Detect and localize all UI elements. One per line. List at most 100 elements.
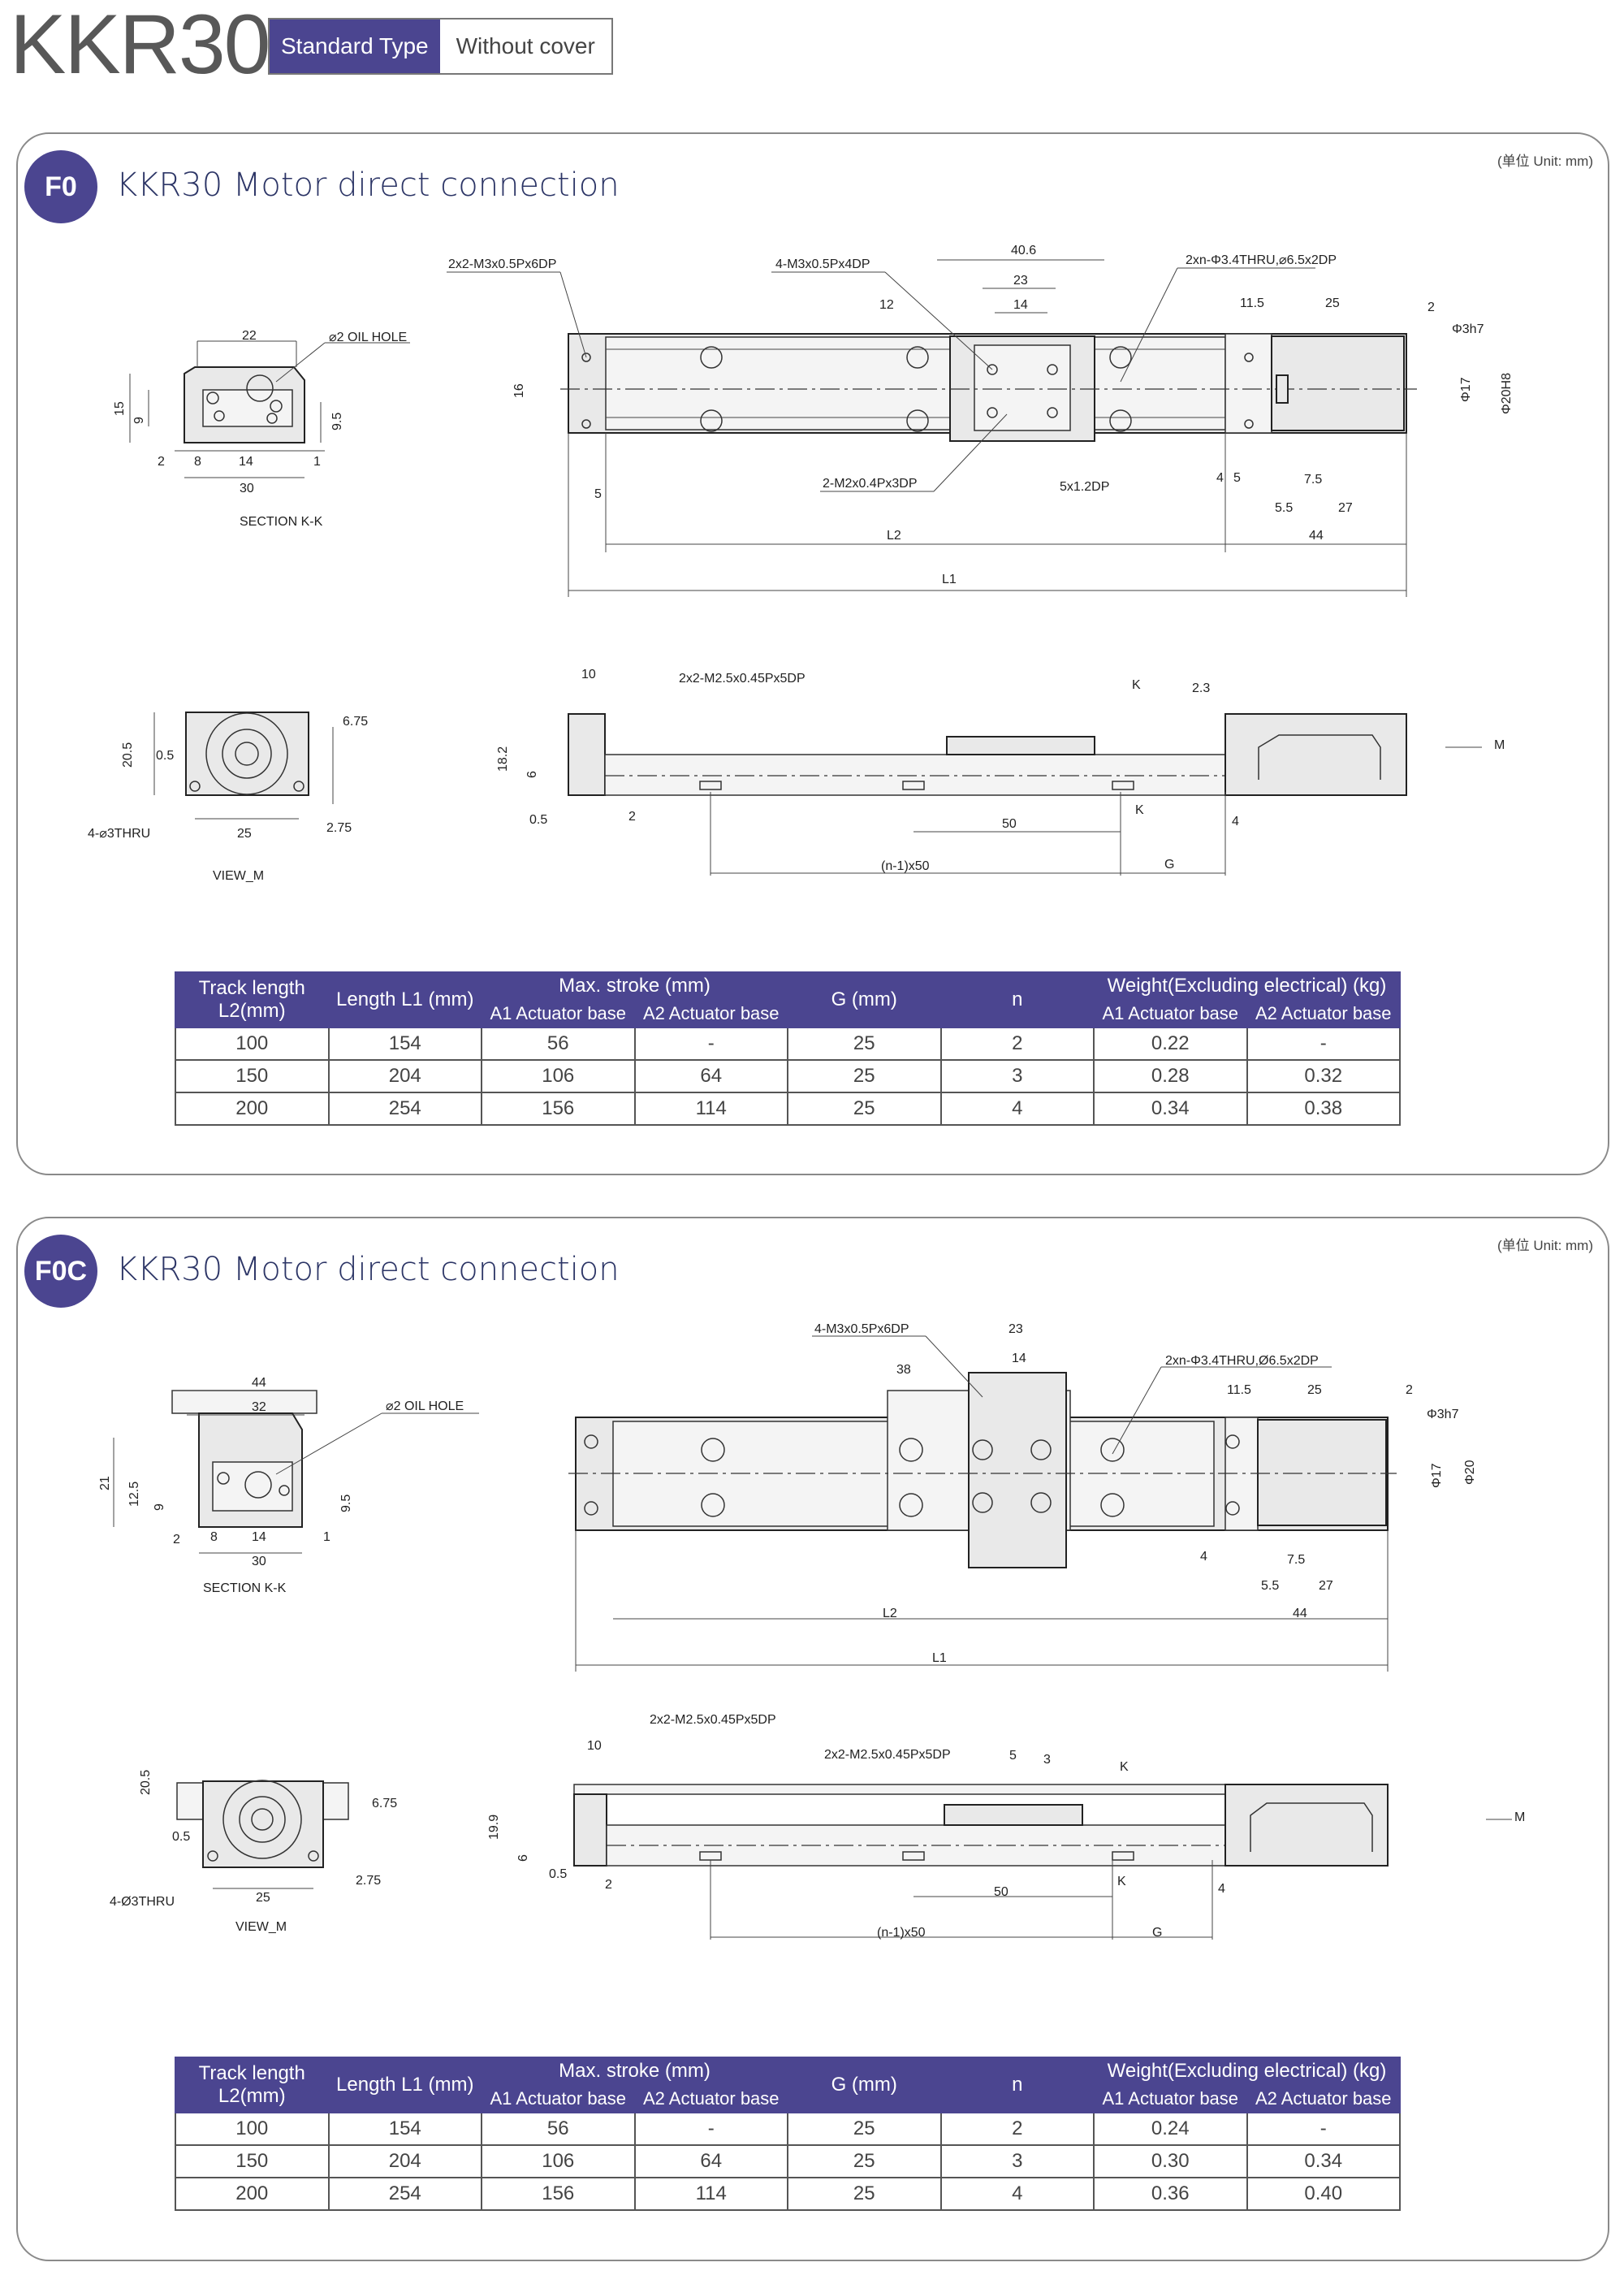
dim-label: 9 [153,1503,166,1511]
col-g: G (mm) [787,971,942,1028]
dim-label: 2 [173,1533,180,1546]
section-badge: F0C [24,1235,97,1308]
dim-label: 18.2 [496,746,510,772]
dim-label: 27 [1319,1579,1333,1593]
dim-label: 8 [194,455,201,469]
table-cell: 64 [633,2144,788,2178]
side-view-drawing: 10 2x2-M2.5x0.45Px5DP K 2.3 M 18.2 6 0.5… [496,668,1505,876]
table-cell: 2 [939,2112,1095,2146]
dim-label: 4 [1218,1882,1225,1896]
dim-label: 5 [1009,1749,1017,1763]
section-badge: F0 [24,150,97,223]
dim-label: L2 [887,529,901,543]
dim-label: 25 [1325,296,1340,310]
table-cell: 156 [481,1092,636,1126]
side-view-drawing: 2x2-M2.5x0.45Px5DP 10 2x2-M2.5x0.45Px5DP… [487,1713,1525,1940]
dim-label: 2x2-M2.5x0.45Px5DP [679,672,806,686]
dim-label: 12.5 [127,1482,141,1507]
dim-label: 4-M3x0.5Px4DP [775,257,870,271]
section-title: KKR30 Motor direct connection [116,167,620,204]
table-cell: 114 [633,2177,788,2211]
dim-label: 9.5 [330,413,344,430]
table-cell: 0.36 [1093,2177,1248,2211]
table-cell: 25 [787,2112,942,2146]
type-badge: Standard Type Without cover [268,18,613,75]
table-cell: 56 [481,1027,636,1061]
dim-label: 5 [594,487,602,501]
dim-label: 44 [1293,1607,1307,1620]
dim-label: VIEW_M [235,1920,287,1934]
dim-label: 40.6 [1011,244,1036,257]
dim-label: 5 [1233,471,1241,485]
col-length: Length L1 (mm) [327,2057,482,2113]
dim-label: 9.5 [339,1495,353,1512]
table-cell: 204 [327,1059,482,1093]
table-cell: 204 [327,2144,482,2178]
dim-label: 2.3 [1192,681,1210,695]
table-cell: 25 [787,2177,942,2211]
dim-label: L1 [942,573,957,586]
unit-note: (单位 Unit: mm) [1497,154,1593,169]
col-length: Length L1 (mm) [327,971,482,1028]
dim-label: 30 [252,1555,266,1568]
dim-label: 4-Ø3THRU [110,1895,175,1909]
table-cell: 64 [633,1059,788,1093]
col-track-length: Track length L2(mm) [175,971,330,1028]
col-weight-a2: A2 Actuator base [1246,999,1401,1028]
table-cell: - [1246,1027,1401,1061]
dim-label: 10 [581,668,596,681]
dim-label: 23 [1013,274,1028,288]
dim-label: K [1120,1760,1129,1774]
table-cell: 100 [175,2112,330,2146]
dim-label: 2.75 [356,1874,381,1888]
dim-label: 4 [1216,471,1224,485]
table-cell: 156 [481,2177,636,2211]
dim-label: 2 [605,1878,612,1892]
dim-label: 11.5 [1227,1383,1251,1397]
dim-label: ⌀2 OIL HOLE [329,331,407,344]
dim-label: (n-1)x50 [881,859,930,873]
dim-label: 22 [242,329,257,343]
dim-label: 6 [516,1854,530,1862]
dim-label: 14 [1012,1352,1026,1365]
top-view-drawing: 2x2-M3x0.5Px6DP 4-M3x0.5Px4DP 40.6 23 14… [447,244,1514,597]
dim-label: 6.75 [343,715,368,729]
table-cell: 0.34 [1093,1092,1248,1126]
section-kk-drawing: SECTION K-K 44 32 ⌀2 OIL HOLE 21 12.5 9 … [98,1376,479,1595]
table-cell: 25 [787,1059,942,1093]
dim-label: 6.75 [372,1797,397,1810]
dim-label: K [1135,803,1144,817]
dim-label: 20.5 [121,742,135,768]
spec-table: Track length L2(mm) Length L1 (mm) Max. … [175,2057,1401,2211]
col-stroke-a2: A2 Actuator base [633,2084,788,2113]
col-stroke-a2: A2 Actuator base [633,999,788,1028]
dim-label: 2xn-Φ3.4THRU,Ø6.5x2DP [1165,1354,1319,1368]
dim-label: L2 [883,1607,897,1620]
table-cell: 0.30 [1093,2144,1248,2178]
dim-label: 12 [879,298,894,312]
col-n: n [939,2057,1095,2113]
dim-label: 6 [525,771,539,778]
dim-label: 25 [1307,1383,1322,1397]
standard-type-label: Standard Type [270,19,440,73]
view-m-drawing: 20.5 0.5 6.75 4-⌀3THRU 25 2.75 VIEW_M [88,712,368,883]
table-cell: 154 [327,1027,482,1061]
spec-table: Track length L2(mm) Length L1 (mm) Max. … [175,971,1401,1126]
dim-label: 20.5 [139,1770,153,1795]
dim-label: 44 [252,1376,266,1390]
top-view-drawing: 4-M3x0.5Px6DP 23 38 14 2xn-Φ3.4THRU,Ø6.5… [568,1322,1477,1672]
dim-label: 2 [1406,1383,1413,1397]
table-cell: 4 [939,2177,1095,2211]
dim-label: K [1132,678,1141,692]
dim-label: Φ17 [1459,377,1473,402]
table-cell: 154 [327,2112,482,2146]
dim-label: 10 [587,1739,602,1753]
dim-label: 30 [240,482,254,495]
dim-label: L1 [932,1651,947,1665]
table-cell: 0.24 [1093,2112,1248,2146]
table-cell: 114 [633,1092,788,1126]
table-cell: 25 [787,1027,942,1061]
dim-label: 4-⌀3THRU [88,827,150,841]
